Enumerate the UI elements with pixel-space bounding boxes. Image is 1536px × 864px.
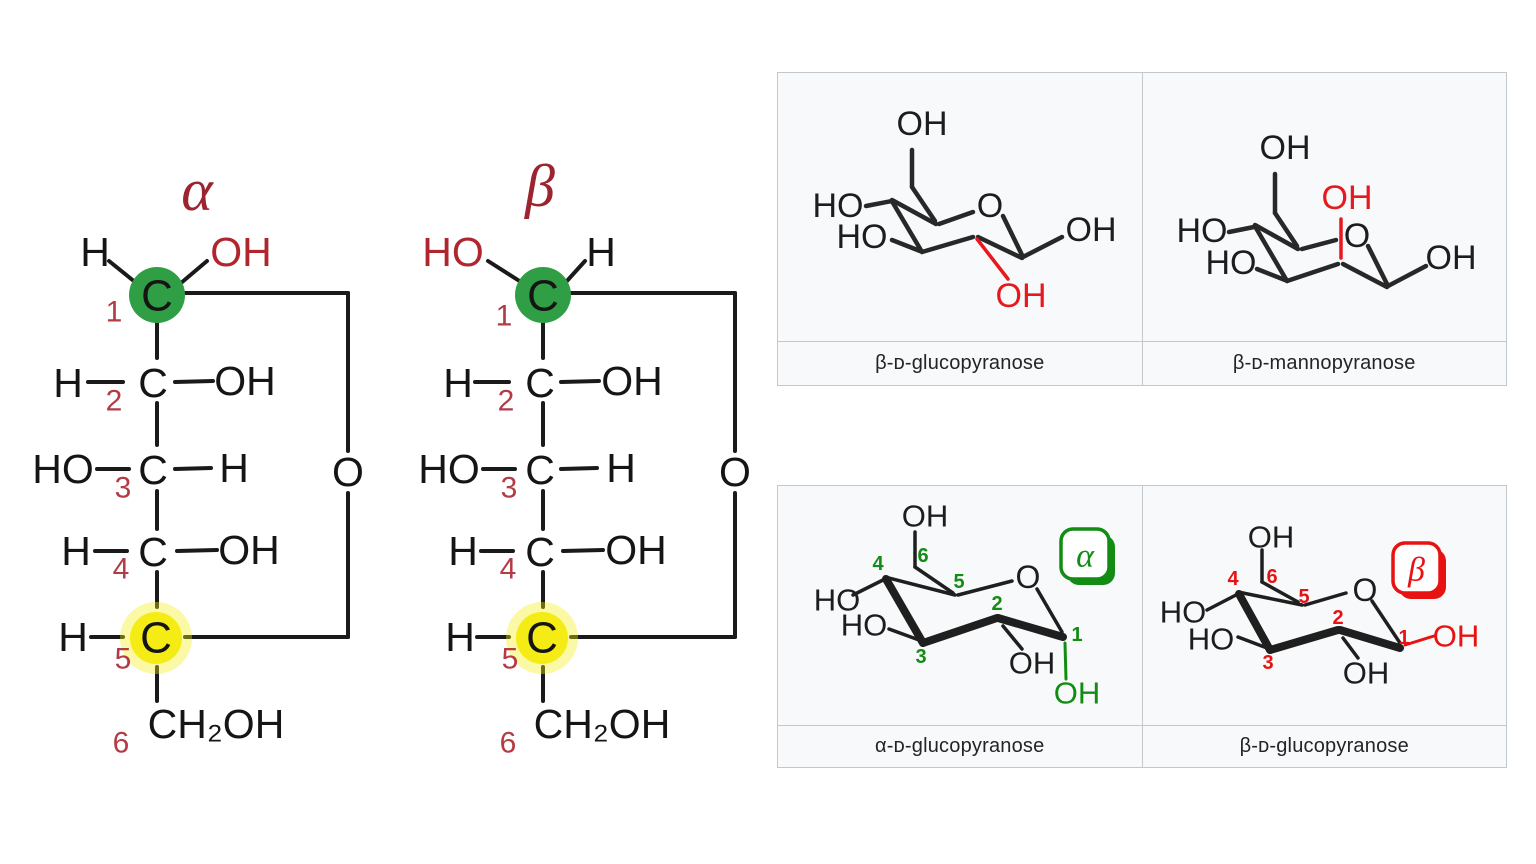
bond <box>559 466 599 471</box>
anomeric-oh-label: HO <box>422 229 484 275</box>
carbon-number-4: 4 <box>500 553 517 586</box>
atom-label: HO <box>32 446 94 492</box>
ring-oxygen: O <box>719 449 751 495</box>
c5-yellow-highlight <box>516 612 568 664</box>
carbon-number-3: 3 <box>115 472 132 505</box>
carbon-number-3: 3 <box>501 472 518 505</box>
cell-beta-d-mannopyranose <box>1141 73 1507 341</box>
c5-yellow-highlight <box>130 612 182 664</box>
atom-label: OH <box>605 527 667 573</box>
atom-label: C <box>138 447 168 493</box>
atom-label: C <box>525 360 555 406</box>
bond <box>175 548 219 553</box>
atom-label: OH <box>214 358 276 404</box>
atom-label: C <box>138 529 168 575</box>
caption-beta-d-mannopyranose: β-ᴅ-mannopyranose <box>1141 342 1507 385</box>
bond <box>173 379 215 384</box>
atom-label: H <box>61 528 91 574</box>
c5-atom: C <box>526 614 558 663</box>
table-top-caption-row: β-ᴅ-glucopyranose β-ᴅ-mannopyranose <box>778 341 1506 385</box>
table-bottom-caption-row: α-ᴅ-glucopyranose β-ᴅ-glucopyranose <box>778 725 1506 767</box>
carbon-number-2: 2 <box>106 385 123 418</box>
caption-alpha-d-glucopyranose: α-ᴅ-glucopyranose <box>875 735 1045 757</box>
table-bottom-structure-row <box>778 486 1506 725</box>
atom-label: HO <box>418 446 480 492</box>
atom-label: CH₂OH <box>534 701 671 747</box>
carbon-number-2: 2 <box>498 385 515 418</box>
table-top-structure-row <box>778 73 1506 341</box>
atom-label: H <box>80 229 110 275</box>
carbon-number-6: 6 <box>500 727 517 760</box>
anomeric-oh-label: OH <box>210 229 272 275</box>
atom-label: H <box>606 445 636 491</box>
bond <box>486 259 523 284</box>
atom-label: H <box>443 360 473 406</box>
atom-label: H <box>448 528 478 574</box>
cell-beta-d-glucopyranose <box>778 73 1142 341</box>
ring-oxygen: O <box>332 449 364 495</box>
atom-label: H <box>219 445 249 491</box>
bond <box>107 259 137 284</box>
carbon-number-5: 5 <box>502 643 519 676</box>
atom-label: CH₂OH <box>148 701 285 747</box>
atom-label: C <box>525 529 555 575</box>
bond <box>173 466 213 471</box>
carbon-number-1: 1 <box>106 296 123 329</box>
pyranose-comparison-table-bottom: α-ᴅ-glucopyranose β-ᴅ-glucopyranose <box>777 485 1507 768</box>
atom-label: OH <box>601 358 663 404</box>
atom-label: H <box>58 614 88 660</box>
cell-alpha-d-glucopyranose <box>778 486 1142 725</box>
atom-label: OH <box>218 527 280 573</box>
anomer-beta-label: β <box>524 153 555 219</box>
atom-label: C <box>525 447 555 493</box>
atom-label: H <box>445 614 475 660</box>
bond <box>564 259 587 284</box>
c1-atom: C <box>527 272 559 321</box>
caption-beta-d-glucopyranose: β-ᴅ-glucopyranose <box>875 352 1045 374</box>
cell-beta-d-glucopyranose-2 <box>1141 486 1507 725</box>
atom-label: C <box>138 360 168 406</box>
atom-label: H <box>586 229 616 275</box>
carbon-number-1: 1 <box>496 300 513 333</box>
bond <box>559 379 601 384</box>
bond <box>179 259 209 285</box>
c1-green-highlight <box>129 267 185 323</box>
c1-atom: C <box>141 272 173 321</box>
pyranose-comparison-table-top: β-ᴅ-glucopyranose β-ᴅ-mannopyranose <box>777 72 1507 386</box>
atom-label: H <box>53 360 83 406</box>
anomer-alpha-label: α <box>181 157 214 223</box>
carbon-number-5: 5 <box>115 643 132 676</box>
carbon-number-6: 6 <box>113 727 130 760</box>
c5-atom: C <box>140 614 172 663</box>
bond <box>561 548 605 553</box>
c1-green-highlight <box>515 267 571 323</box>
highlight-glow <box>506 602 578 674</box>
caption-beta-d-glucopyranose-2: β-ᴅ-glucopyranose <box>1141 726 1507 767</box>
carbon-number-4: 4 <box>113 553 130 586</box>
highlight-glow <box>120 602 192 674</box>
